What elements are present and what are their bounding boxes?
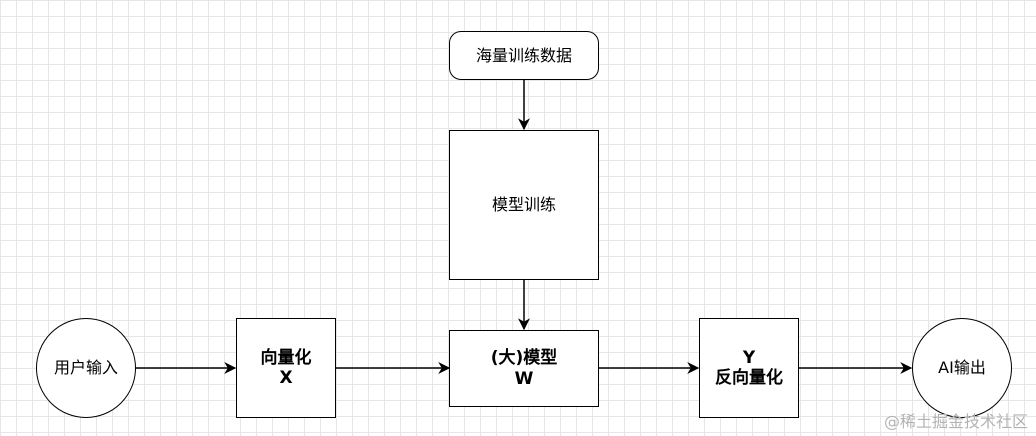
- training-data-label: 海量训练数据: [475, 45, 572, 65]
- devectorize-label: 反向量化: [715, 368, 783, 388]
- devectorize-node: Y 反向量化: [699, 318, 799, 418]
- model-training-node: 模型训练: [449, 130, 599, 280]
- model-training-label: 模型训练: [491, 195, 556, 215]
- ai-output-node: AI输出: [912, 318, 1012, 418]
- vectorize-node: 向量化 X: [236, 318, 336, 418]
- vectorize-variable: X: [279, 368, 293, 388]
- training-data-node: 海量训练数据: [449, 31, 599, 80]
- user-input-label: 用户输入: [53, 358, 118, 378]
- ai-output-label: AI输出: [938, 358, 986, 378]
- watermark: @稀土掘金技术社区: [883, 412, 1028, 431]
- user-input-node: 用户输入: [36, 318, 136, 418]
- vectorize-label: 向量化: [260, 347, 312, 368]
- devectorize-variable: Y: [742, 347, 756, 368]
- model-node: (大)模型 W: [449, 330, 599, 407]
- model-variable: W: [514, 368, 534, 389]
- model-label: (大)模型: [490, 348, 558, 369]
